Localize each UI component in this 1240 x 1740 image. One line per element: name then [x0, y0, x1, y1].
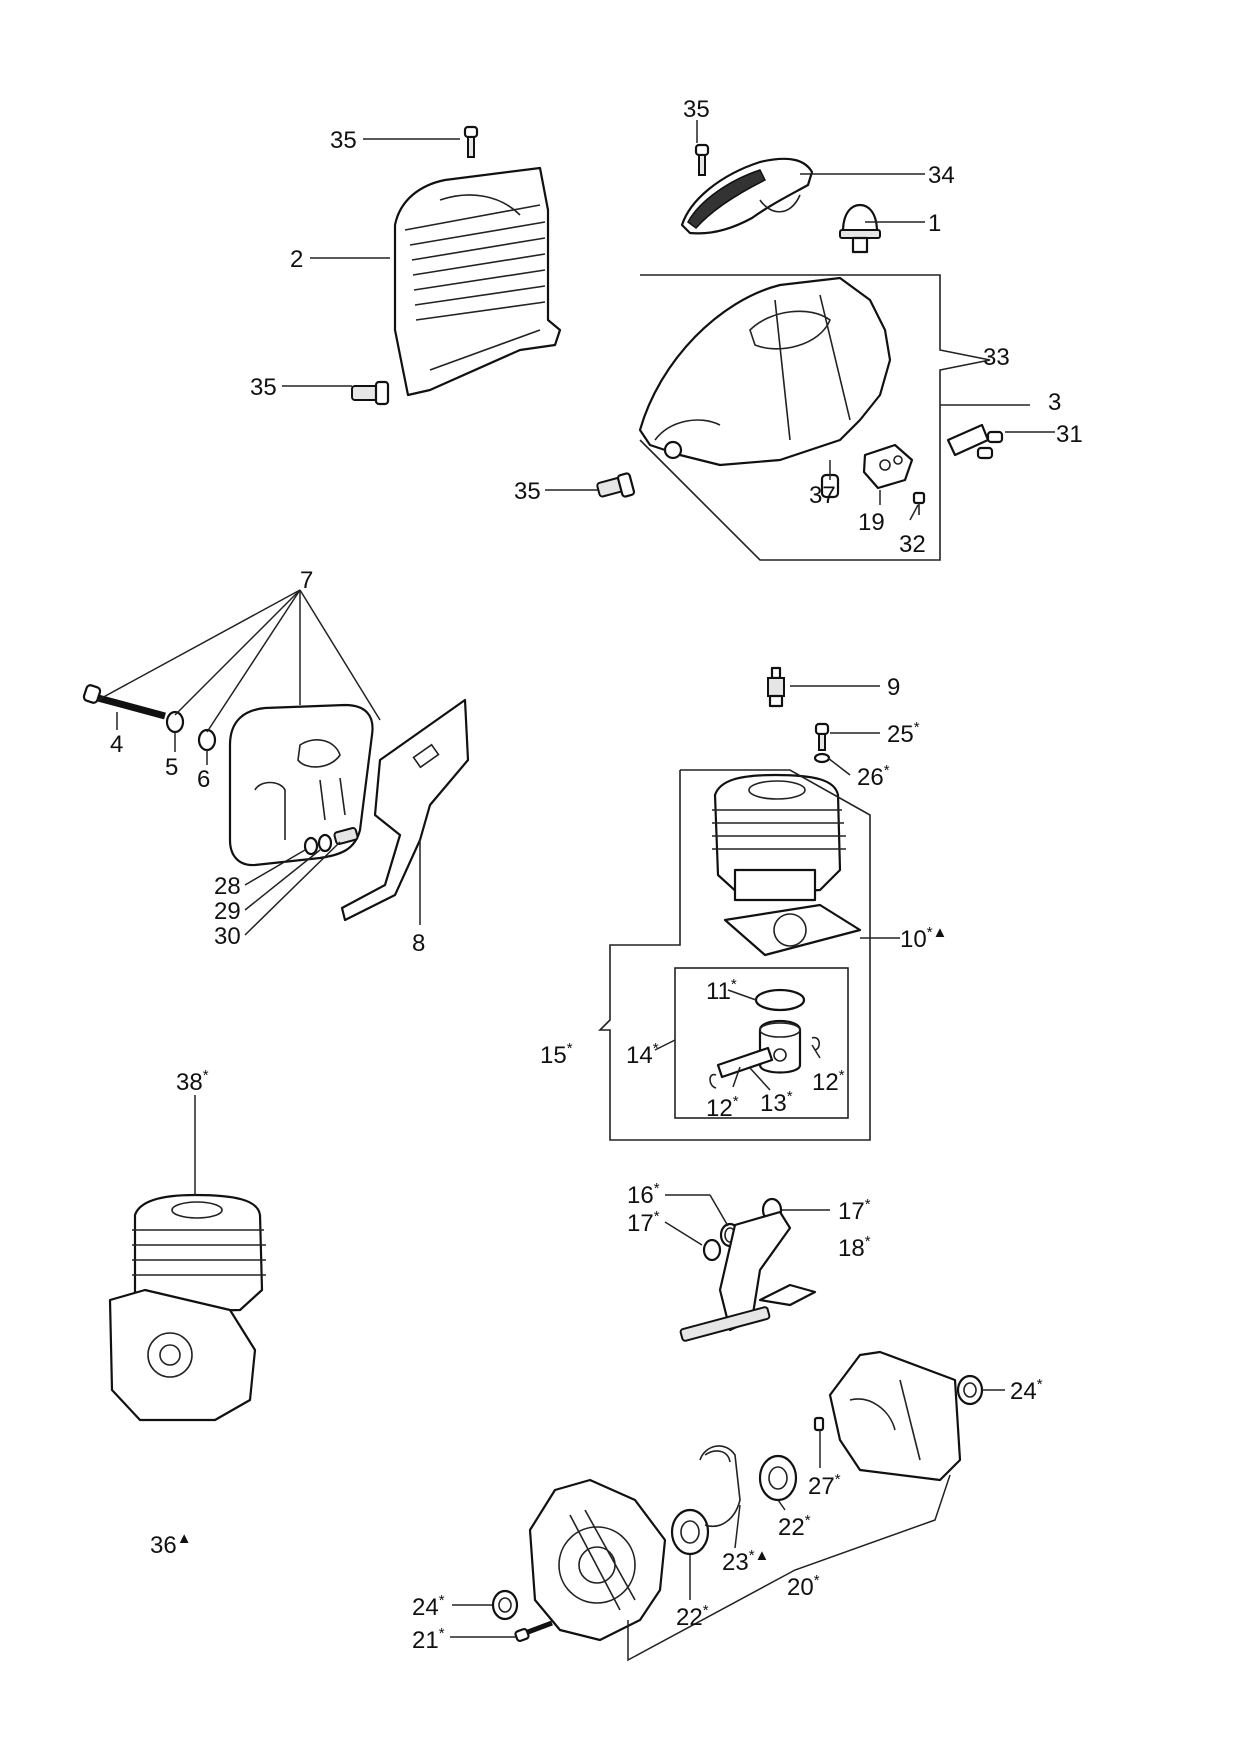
callout-34: 34 [928, 162, 955, 189]
callout-9: 9 [887, 674, 900, 701]
screw-35-left [351, 380, 390, 406]
piston-14 [758, 1019, 802, 1074]
washer-26 [813, 752, 831, 764]
callout-26: 26* [857, 762, 890, 791]
callout-30: 30 [214, 923, 241, 950]
heat-shield-8 [340, 698, 470, 922]
callout-18: 18* [838, 1233, 871, 1262]
callout-13: 13* [760, 1088, 793, 1117]
cylinder-10 [712, 773, 862, 957]
seal-24-right [956, 1374, 984, 1406]
engine-assembly-38 [108, 1193, 266, 1422]
primer-bulb-1 [839, 203, 881, 254]
callout-31: 31 [1056, 421, 1083, 448]
seal-17-left [702, 1238, 722, 1262]
gasket-23 [699, 1445, 741, 1527]
crankshaft-18 [679, 1210, 817, 1342]
callout-21: 21* [412, 1625, 445, 1654]
callout-5: 5 [165, 754, 178, 781]
seal-24-left [491, 1589, 519, 1621]
switch-19 [862, 443, 914, 490]
screw-35-top-left [463, 125, 479, 158]
handle-34 [680, 157, 814, 235]
callout-35-b: 35 [683, 96, 710, 123]
leader-lines [97, 120, 1055, 1662]
callout-23: 23*▲ [722, 1547, 769, 1576]
screw-35-top-right [694, 143, 710, 176]
callout-35-c: 35 [250, 374, 277, 401]
callout-38: 38* [176, 1067, 209, 1096]
pin-27 [813, 1416, 825, 1432]
callout-37: 37 [809, 482, 836, 509]
callout-35-a: 35 [330, 127, 357, 154]
washer-6 [197, 728, 217, 752]
engine-cover-33 [638, 276, 892, 467]
callout-11: 11* [706, 976, 737, 1005]
callout-16: 16* [627, 1180, 660, 1209]
callout-4: 4 [110, 731, 123, 758]
screw-35-cover [596, 472, 636, 498]
piston-pin-13 [716, 1046, 774, 1079]
callout-10: 10*▲ [900, 924, 947, 953]
crankcase-20-left [528, 1478, 667, 1642]
callout-17-left: 17* [627, 1208, 660, 1237]
callout-28: 28 [214, 873, 241, 900]
callout-35-d: 35 [514, 478, 541, 505]
screws-31 [976, 430, 1004, 460]
callout-33: 33 [983, 344, 1010, 371]
callout-2: 2 [290, 246, 303, 273]
callout-22-right: 22* [778, 1512, 811, 1541]
callout-3: 3 [1048, 389, 1061, 416]
piston-ring-11 [754, 988, 806, 1012]
callout-14: 14* [626, 1040, 659, 1069]
bolt-4 [82, 684, 166, 720]
circlip-12-right [811, 1036, 821, 1051]
callout-22-left: 22* [676, 1602, 709, 1631]
screw-30 [333, 827, 359, 845]
group-outline-14 [674, 967, 849, 1119]
callout-19: 19 [858, 509, 885, 536]
cover-2 [393, 166, 562, 397]
callout-32: 32 [899, 531, 926, 558]
spark-plug-9 [767, 666, 785, 708]
callout-15: 15* [540, 1040, 573, 1069]
bearing-22-left [670, 1508, 710, 1556]
callout-7: 7 [300, 567, 313, 594]
callout-17-right: 17* [838, 1196, 871, 1225]
washers-28-29 [303, 833, 333, 856]
screw-21 [514, 1620, 553, 1643]
circlip-12-left [709, 1073, 717, 1089]
group-outline-33 [639, 274, 991, 561]
callout-36: 36▲ [150, 1530, 192, 1559]
screw-25 [814, 722, 830, 751]
callout-27: 27* [808, 1471, 841, 1500]
bearing-22-right [758, 1454, 798, 1502]
screw-32 [912, 491, 926, 515]
callout-12-right: 12* [812, 1067, 845, 1096]
callout-24-right: 24* [1010, 1376, 1043, 1405]
callout-8: 8 [412, 930, 425, 957]
callout-25: 25* [887, 719, 920, 748]
callout-29: 29 [214, 898, 241, 925]
callout-20: 20* [787, 1572, 820, 1601]
callout-12-left: 12* [706, 1093, 739, 1122]
group-outline-15 [598, 769, 871, 1141]
muffler-7 [228, 703, 374, 867]
crankcase-20-right [828, 1350, 962, 1482]
callout-1: 1 [928, 210, 941, 237]
callout-24-left: 24* [412, 1592, 445, 1621]
callout-6: 6 [197, 766, 210, 793]
